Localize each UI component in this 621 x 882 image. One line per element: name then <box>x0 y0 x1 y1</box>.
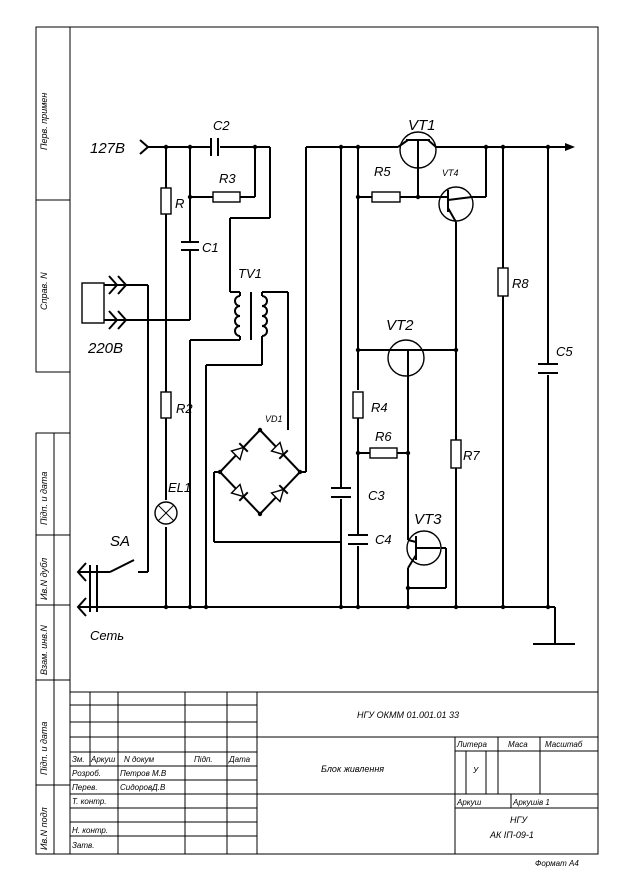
sidebar-podp-data-2: Підп. и дата <box>39 722 49 775</box>
label-c3: C3 <box>368 488 385 503</box>
component-labels: VT1 VT4 VT2 VT3 C2 R3 R C1 TV1 R5 R8 C5 … <box>87 117 573 643</box>
label-vt4: VT4 <box>442 168 459 178</box>
sidebar-inv-podl: Ив.N подл <box>39 807 49 850</box>
transistor-vt2 <box>387 339 425 377</box>
label-r8: R8 <box>512 276 529 291</box>
doc-title: Блок живлення <box>321 764 384 774</box>
label-c2: C2 <box>213 118 230 133</box>
transistor-vt1 <box>397 131 437 169</box>
row-rozrob: Розроб. <box>72 769 101 778</box>
title-block <box>70 691 598 854</box>
connector-220v <box>81 275 128 330</box>
lamp-el1 <box>154 501 178 525</box>
label-220v: 220В <box>87 340 123 357</box>
sidebar-perv-primen: Перв. примен <box>39 93 49 150</box>
col-masa: Маса <box>508 740 528 749</box>
doc-code: НГУ ОКММ 01.001.01 33 <box>357 710 459 720</box>
row-perev: Перев. <box>72 783 98 792</box>
label-r2: R2 <box>176 401 193 416</box>
label-127v: 127В <box>90 140 125 157</box>
circuit-wires <box>78 146 575 645</box>
resistor-r3 <box>212 191 241 203</box>
label-mains: Сеть <box>90 628 124 643</box>
capacitor-c2 <box>210 138 220 156</box>
label-vd1: VD1 <box>265 414 283 424</box>
col-litera: Литера <box>456 740 487 749</box>
label-r7: R7 <box>463 448 480 463</box>
input-127v-terminal <box>139 139 150 155</box>
mains-connector <box>76 562 98 617</box>
format-label: Формат А4 <box>535 859 579 868</box>
resistor-r6 <box>369 447 398 459</box>
label-vt1: VT1 <box>408 117 436 134</box>
hdr-data: Дата <box>228 755 251 764</box>
sheet-frame <box>35 26 599 855</box>
label-vt3: VT3 <box>414 511 442 528</box>
name-petrov: Петров М.В <box>120 769 167 778</box>
resistor-r2 <box>160 391 172 419</box>
label-r3: R3 <box>219 171 236 186</box>
row-tkontr: Т. контр. <box>72 797 107 806</box>
label-r: R <box>175 196 184 211</box>
arkush-label: Аркуш <box>456 798 482 807</box>
label-c1: C1 <box>202 240 219 255</box>
sidebar-podp-data-1: Підп. и дата <box>39 472 49 525</box>
diode-bridge-vd1 <box>230 441 289 503</box>
col-masshtab: Масштаб <box>545 740 583 749</box>
transistor-vt4 <box>438 186 474 223</box>
resistor-r5 <box>371 191 401 203</box>
junction-dots <box>163 144 551 610</box>
capacitor-c3 <box>330 487 352 499</box>
litera-value: У <box>472 766 479 775</box>
transistor-vt3 <box>406 520 442 569</box>
resistor-r4 <box>352 391 364 419</box>
label-el1: EL1 <box>168 480 191 495</box>
sidebar-vzam-inv: Взам. инв.N <box>39 625 49 675</box>
label-c4: C4 <box>375 532 392 547</box>
label-r4: R4 <box>371 400 388 415</box>
hdr-arkush: Аркуш <box>90 755 116 764</box>
row-nkontr: Н. контр. <box>72 826 108 835</box>
name-sidorov: СидоровД.В <box>120 783 166 792</box>
row-zatv: Затв. <box>72 841 94 850</box>
resistor-r7 <box>450 439 462 469</box>
hdr-zm: Зм. <box>72 755 85 764</box>
resistor-r8 <box>497 267 509 297</box>
sidebar-sprav-n: Справ. N <box>39 272 49 310</box>
hdr-pidp: Підп. <box>194 755 213 764</box>
label-tv1: TV1 <box>238 266 262 281</box>
output-terminal <box>565 143 575 151</box>
sidebar-inv-dubl: Ив.N дубл <box>39 558 49 600</box>
group-code: АК ІП-09-1 <box>489 830 534 840</box>
label-r6: R6 <box>375 429 392 444</box>
label-vt2: VT2 <box>386 317 414 334</box>
capacitor-c4 <box>347 534 369 546</box>
label-c5: C5 <box>556 344 573 359</box>
label-r5: R5 <box>374 164 391 179</box>
label-sa: SA <box>110 533 130 550</box>
resistor-r <box>160 187 172 215</box>
capacitor-c5 <box>537 363 559 375</box>
transformer-tv1 <box>230 291 268 340</box>
arkushiv-count: Аркушів 1 <box>512 798 550 807</box>
hdr-ndokum: N докум <box>124 755 155 764</box>
capacitor-c1 <box>180 241 200 251</box>
org-name: НГУ <box>510 815 528 825</box>
